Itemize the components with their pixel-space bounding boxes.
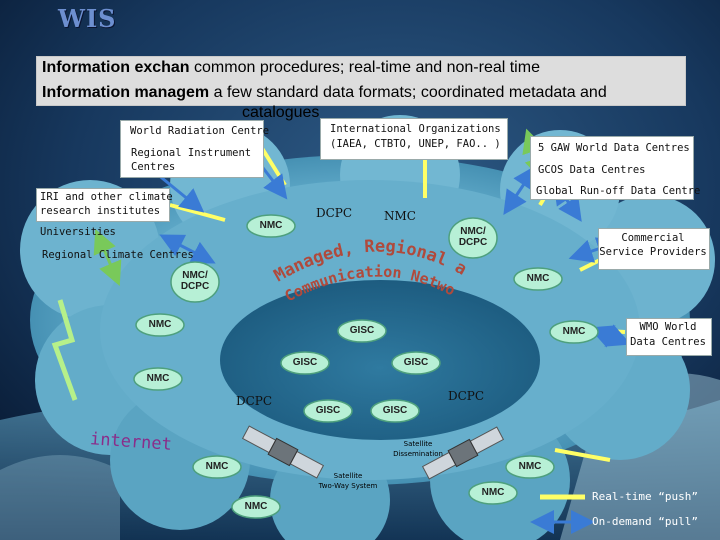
world-radiation-centre-label: World Radiation Centre (130, 125, 270, 137)
satellite-dissemination-label-1: Satellite (403, 440, 433, 448)
page-title: WIS (58, 4, 117, 33)
universities-label: Universities (40, 226, 116, 238)
node-dcpc-right: DCPC (448, 389, 485, 403)
commercial-box (598, 228, 710, 270)
iri-label-2: research institutes (40, 205, 161, 217)
regional-instrument-label-1: Regional Instrument (131, 147, 252, 159)
node-gisc-4: GISC (315, 405, 341, 416)
regional-climate-label: Regional Climate Centres (42, 249, 194, 261)
regional-instrument-label-2: Centres (131, 161, 176, 173)
node-gisc-2: GISC (292, 357, 318, 368)
node-nmc-top: NMC (384, 209, 416, 223)
left-top-box (120, 120, 264, 178)
node-nmc-dcpc-right: NMC/ DCPC (458, 226, 488, 248)
core-network (220, 280, 540, 440)
legend-pull-label: On-demand “pull” (592, 515, 698, 528)
satellite-icon-left (241, 425, 325, 479)
node-nmc-4: NMC (562, 326, 586, 337)
banner-line-2: Information managem a few standard data … (42, 84, 607, 102)
gaw-label: 5 GAW World Data Centres (538, 142, 690, 154)
international-orgs-label-1: International Organizations (330, 123, 501, 135)
satellite-two-way-label-1: Satellite (333, 472, 363, 480)
node-nmc-8: NMC (244, 501, 268, 512)
banner-line-2-rest: a few standard data formats; coordinated… (213, 84, 607, 101)
satellite-two-way-label-2: Two-Way System (318, 482, 378, 490)
global-runoff-label: Global Run-off Data Centre (536, 185, 701, 197)
wmo-label-2: Data Centres (630, 336, 706, 348)
node-nmc-1: NMC (259, 220, 283, 231)
banner-line-2-bold: Information managem (42, 84, 210, 101)
wmo-label-1: WMO World (639, 321, 697, 333)
node-nmc-dcpc-left: NMC/ DCPC (180, 270, 210, 292)
banner-line-1-bold: Information exchan (42, 59, 190, 76)
banner-line-3: catalogues (242, 104, 320, 121)
satellite-dissemination-label-2: Dissemination (393, 450, 443, 458)
node-gisc-3: GISC (403, 357, 429, 368)
wave-decoration-left (0, 455, 120, 540)
international-orgs-label-2: (IAEA, CTBTO, UNEP, FAO.. ) (330, 138, 501, 150)
node-shapes (133, 214, 599, 519)
banner-line-1-rest: common procedures; real-time and non-rea… (194, 59, 540, 76)
node-nmc-6: NMC (205, 461, 229, 472)
node-nmc-5: NMC (146, 373, 170, 384)
international-orgs-box (320, 118, 508, 160)
node-gisc-1: GISC (349, 325, 375, 336)
iri-label-1: IRI and other climate (40, 191, 173, 203)
gcos-label: GCOS Data Centres (538, 164, 646, 176)
node-nmc-7: NMC (518, 461, 542, 472)
node-dcpc-top: DCPC (316, 206, 353, 220)
info-banner (36, 56, 686, 106)
commercial-label-2: Service Providers (599, 246, 707, 258)
satellite-icon-right (421, 426, 505, 480)
node-dcpc-left: DCPC (236, 394, 273, 408)
legend-push-label: Real-time “push” (592, 490, 698, 503)
banner-line-1: Information exchan common procedures; re… (42, 59, 540, 77)
right-top-box (530, 136, 694, 200)
node-nmc-3: NMC (148, 319, 172, 330)
wmo-box (626, 318, 712, 356)
node-nmc-9: NMC (481, 487, 505, 498)
commercial-label-1: Commercial (621, 232, 685, 244)
node-nmc-2: NMC (526, 273, 550, 284)
node-gisc-5: GISC (382, 405, 408, 416)
lightning-icon (51, 299, 78, 401)
iri-box (36, 188, 170, 222)
